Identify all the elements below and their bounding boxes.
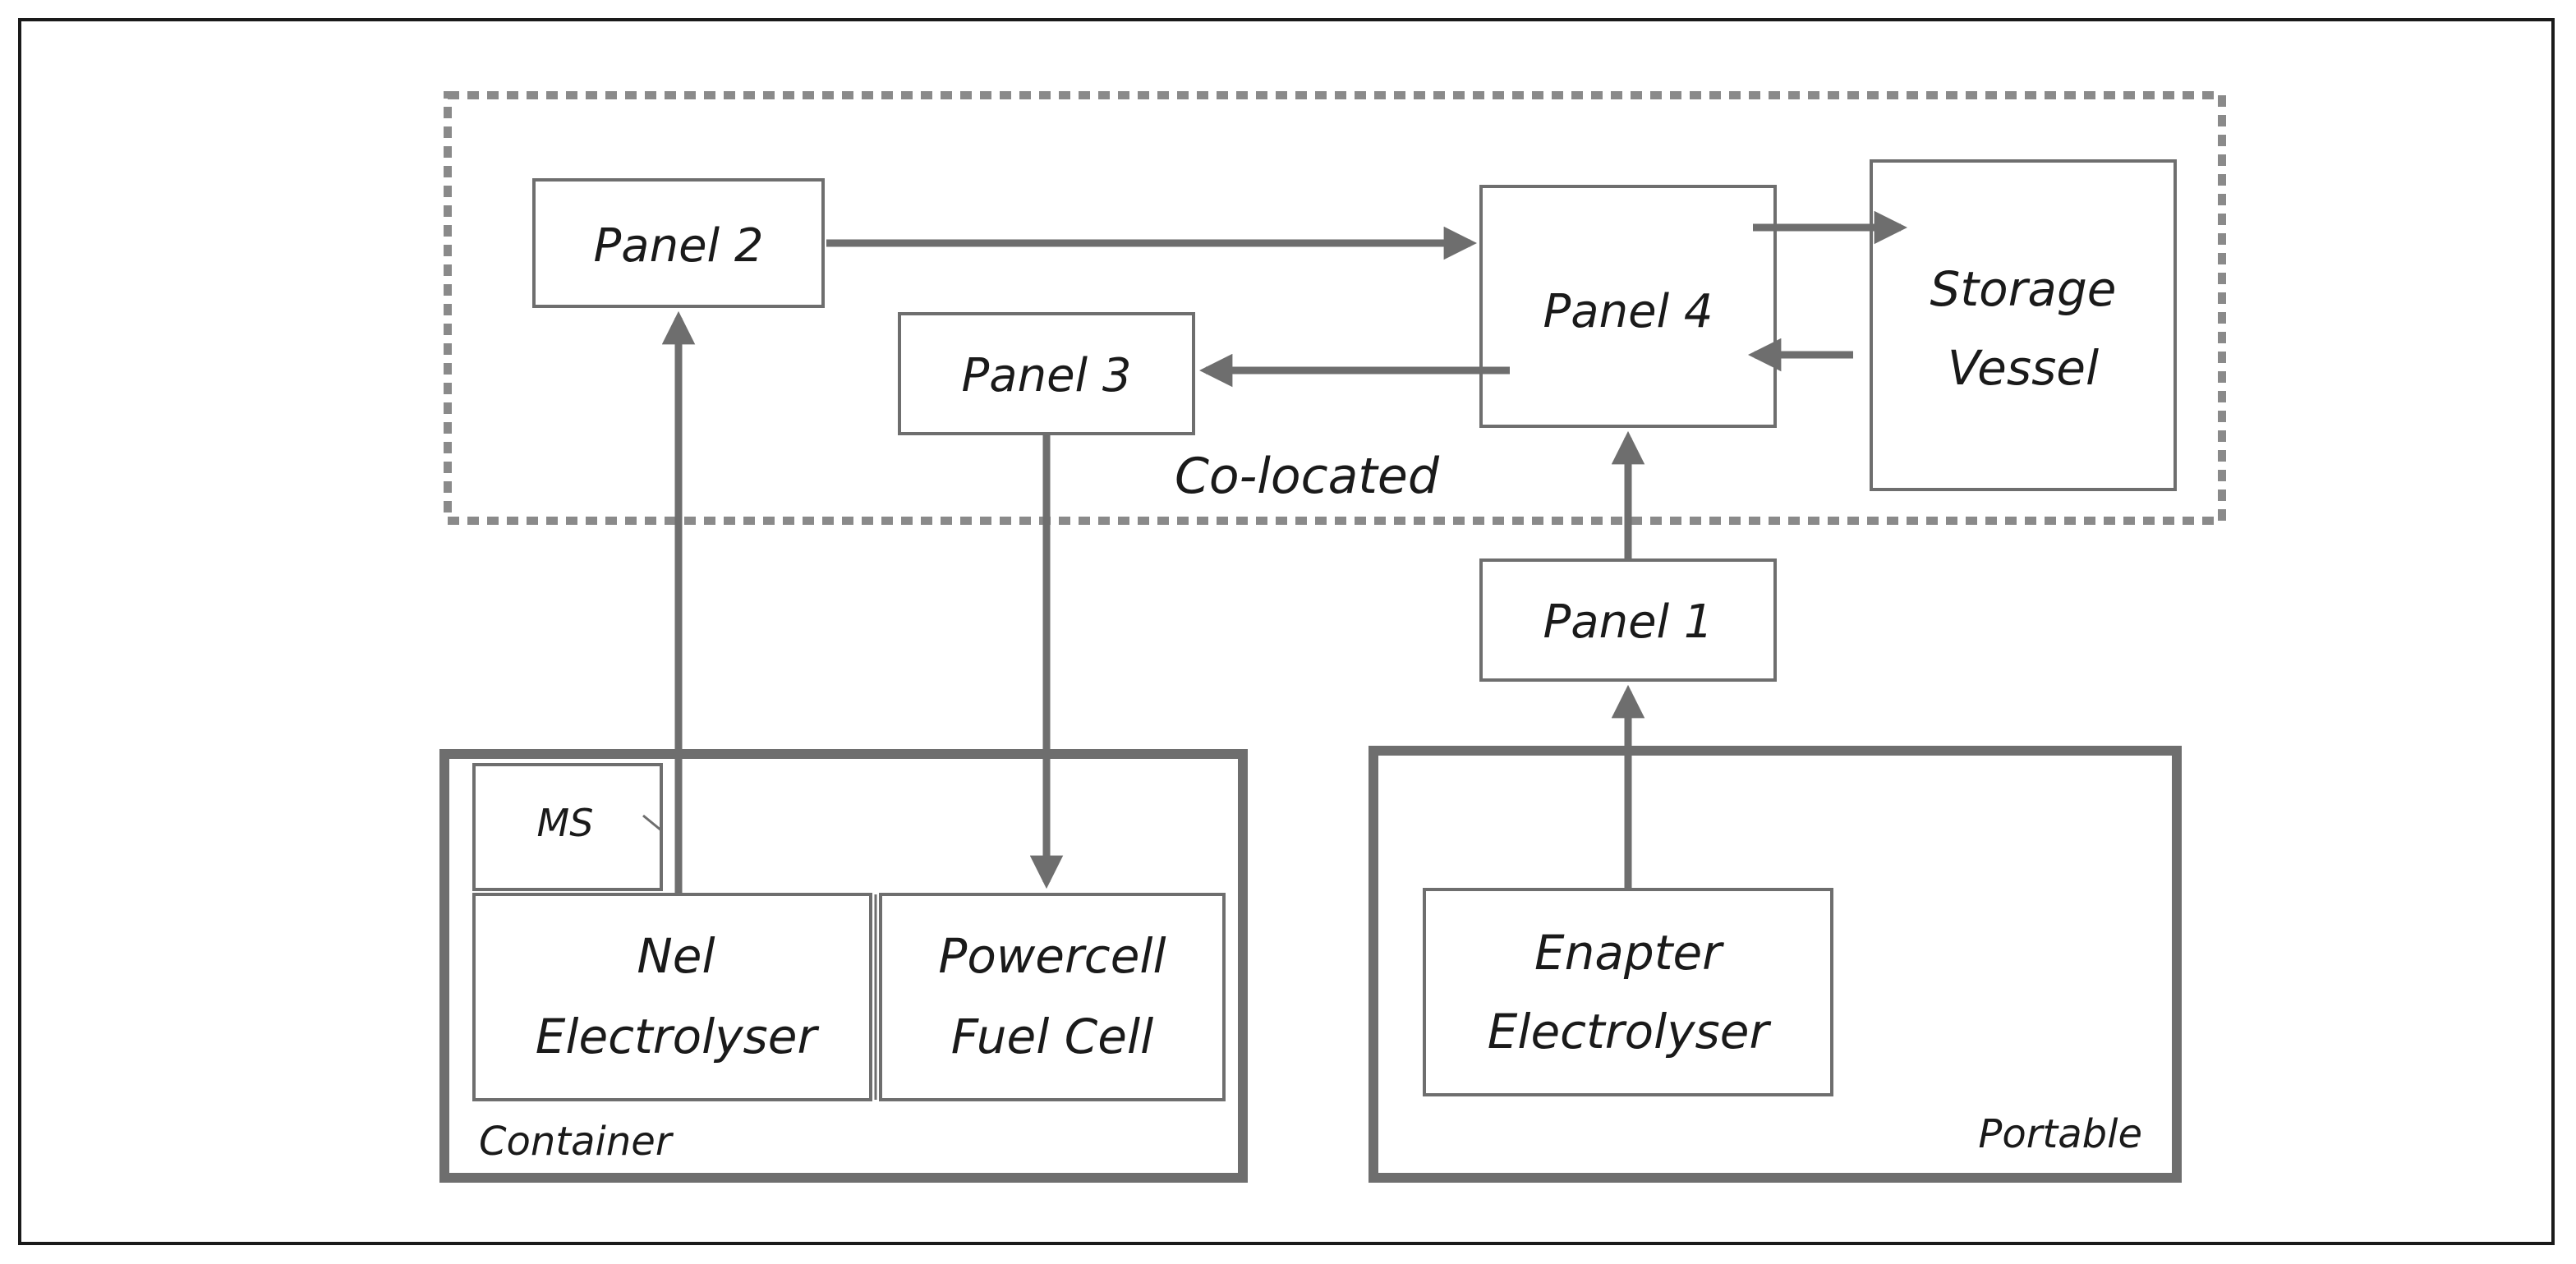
panel-2-node: Panel 2 (532, 178, 825, 308)
panel-4-label: Panel 4 (1543, 285, 1713, 338)
container-group: MS Nel Electrolyser Powercell Fuel Cell … (439, 749, 1248, 1183)
colocated-label: Co-located (1175, 448, 1440, 505)
colocated-region (444, 91, 2226, 525)
nel-line1: Nel (637, 928, 715, 984)
enapter-line2: Electrolyser (1488, 1004, 1772, 1059)
powercell-line2: Fuel Cell (951, 1009, 1153, 1064)
container-label: Container (479, 1119, 674, 1165)
panel-2-label: Panel 2 (593, 219, 763, 273)
panel-1-node: Panel 1 (1479, 558, 1777, 682)
panel-3-node: Panel 3 (898, 312, 1195, 435)
outer-frame (18, 18, 2555, 1245)
portable-label: Portable (1978, 1111, 2142, 1157)
enapter-electrolyser-box (1423, 888, 1833, 1096)
storage-vessel-node: Storage Vessel (1870, 159, 2177, 491)
panel-1-label: Panel 1 (1543, 595, 1713, 649)
ms-connector (642, 814, 662, 832)
nel-electrolyser-box (472, 893, 872, 1101)
panel-3-label: Panel 3 (961, 349, 1131, 402)
storage-vessel-line1: Storage (1930, 261, 2117, 317)
powercell-line1: Powercell (938, 928, 1166, 984)
panel-4-node: Panel 4 (1479, 185, 1777, 428)
portable-group: Enapter Electrolyser Portable (1368, 746, 2182, 1183)
ms-label: MS (537, 801, 594, 845)
powercell-fuel-cell-box (879, 893, 1226, 1101)
enapter-line1: Enapter (1534, 925, 1724, 981)
nel-line2: Electrolyser (536, 1009, 820, 1064)
ms-box (472, 763, 663, 891)
storage-vessel-line2: Vessel (1948, 340, 2099, 396)
